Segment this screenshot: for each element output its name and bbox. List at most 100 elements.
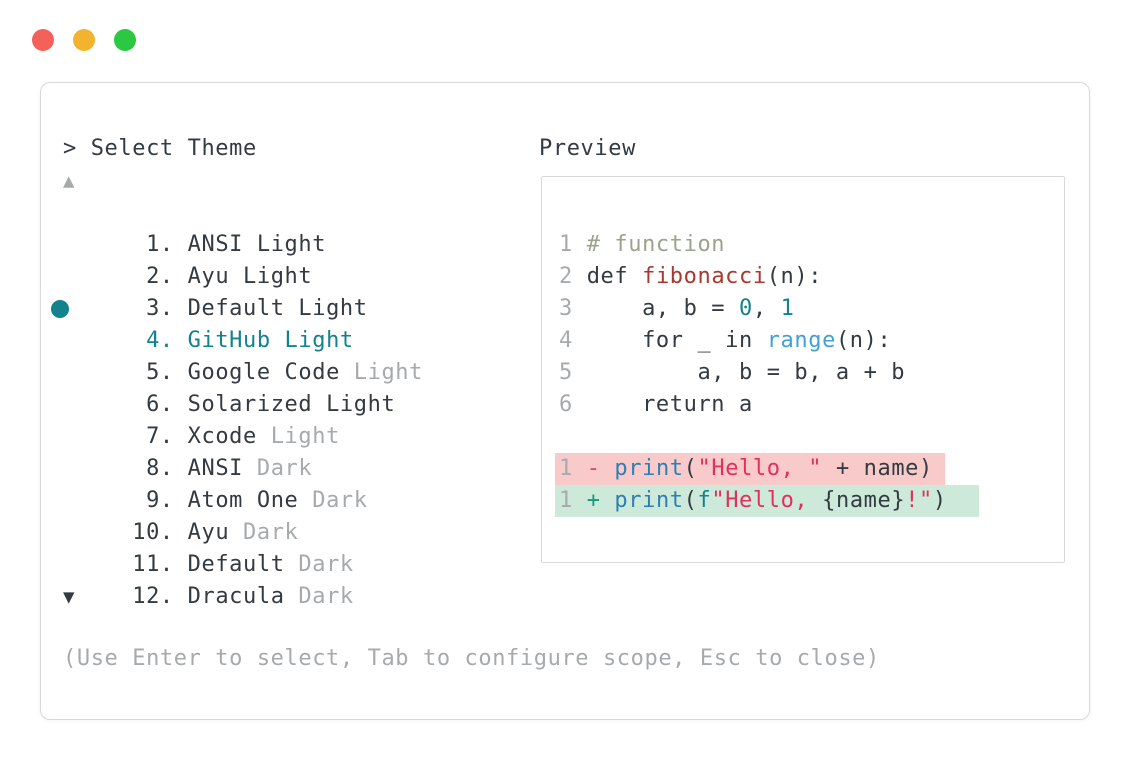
code-line: 6 return a (542, 389, 1064, 421)
theme-item-number: 1. (118, 232, 188, 257)
code-line: 5 a, b = b, a + b (542, 357, 1064, 389)
line-number: 6 (559, 392, 587, 417)
scroll-up-icon[interactable]: ▲ (63, 170, 76, 192)
theme-item-name: ANSI (187, 456, 244, 481)
theme-item-variant: Light (256, 424, 340, 449)
line-number: 4 (559, 328, 587, 353)
code-token: , (752, 296, 781, 321)
theme-list-item[interactable]: 8. ANSI Dark (63, 421, 423, 481)
theme-item-name: Xcode (187, 424, 257, 449)
theme-item-number: 6. (118, 392, 188, 417)
line-number: 2 (559, 264, 587, 289)
code-token: # function (586, 232, 726, 257)
theme-item-number: 7. (118, 424, 188, 449)
code-line: 1 + print(f"Hello, {name}!") (542, 485, 1064, 517)
code-line: 3 a, b = 0, 1 (542, 293, 1064, 325)
code-token: + name) (822, 456, 933, 481)
theme-item-variant: Dark (229, 520, 299, 545)
code-token: 0 (739, 296, 753, 321)
code-line: 4 for _ in range(n): (542, 325, 1064, 357)
line-number: 1 (559, 488, 587, 513)
theme-item-number: 5. (118, 360, 188, 385)
code-token: a, b = b, a + b (586, 360, 906, 385)
code-token: 1 (780, 296, 795, 321)
minimize-window-button[interactable] (73, 29, 95, 51)
theme-list-item[interactable]: 4. GitHub Light (51, 293, 423, 353)
theme-item-name: Ayu (187, 520, 230, 545)
theme-item-name: Solarized Light (187, 392, 396, 417)
theme-list-item[interactable]: 5. Google Code Light (63, 325, 423, 385)
line-number: 5 (559, 360, 587, 385)
theme-item-number: 4. (118, 328, 188, 353)
code-token: - (586, 456, 615, 481)
code-token: ( (683, 488, 698, 513)
theme-item-number: 9. (118, 488, 188, 513)
selected-bullet-icon (51, 300, 69, 318)
code-token: !" (905, 488, 933, 513)
theme-list-item[interactable]: 2. Ayu Light (63, 229, 423, 289)
code-token: "Hello, " (697, 456, 823, 481)
theme-item-number: 2. (118, 264, 188, 289)
code-token: a, b = (586, 296, 739, 321)
prompt-title: > Select Theme (63, 136, 257, 161)
theme-item-variant: Dark (243, 456, 313, 481)
theme-list-item[interactable]: 7. Xcode Light (63, 389, 423, 449)
theme-item-name: ANSI Light (187, 232, 327, 257)
line-number: 1 (559, 456, 587, 481)
theme-item-name: GitHub Light (187, 328, 354, 353)
code-line: 2 def fibonacci(n): (542, 261, 1064, 293)
window-controls (32, 29, 136, 51)
code-token: f (697, 488, 712, 513)
line-number: 3 (559, 296, 587, 321)
code-token: "Hello, (711, 488, 823, 513)
code-line (542, 421, 1064, 453)
code-token: return a (586, 392, 753, 417)
theme-item-name: Ayu Light (187, 264, 313, 289)
code-token: range (766, 328, 836, 353)
theme-item-name: Default (187, 552, 285, 577)
theme-list-item[interactable]: 3. Default Light (63, 261, 423, 321)
theme-list-item[interactable]: 11. Default Dark (63, 517, 423, 577)
theme-item-number: 3. (118, 296, 188, 321)
theme-list-item[interactable]: 10. Ayu Dark (63, 485, 423, 545)
code-line: 1 - print("Hello, " + name) (542, 453, 1064, 485)
theme-item-number: 12. (118, 584, 188, 609)
theme-item-variant: Dark (284, 584, 354, 609)
code-token: for _ in (586, 328, 767, 353)
code-token: ) (932, 488, 947, 513)
close-window-button[interactable] (32, 29, 54, 51)
theme-item-name: Google Code (187, 360, 340, 385)
theme-item-name: Atom One (187, 488, 299, 513)
theme-item-name: Default Light (187, 296, 368, 321)
theme-item-variant: Light (339, 360, 423, 385)
scroll-down-icon[interactable]: ▼ (63, 586, 76, 608)
line-number: 1 (559, 232, 587, 257)
zoom-window-button[interactable] (114, 29, 136, 51)
code-token: ( (683, 456, 698, 481)
code-token: def (586, 264, 643, 289)
theme-list-item[interactable]: 6. Solarized Light (63, 357, 423, 417)
theme-list-item[interactable]: 9. Atom One Dark (63, 453, 423, 513)
theme-picker-window: > Select Theme ▲ 1. ANSI Light 2. Ayu Li… (40, 82, 1090, 720)
code-token: (n): (835, 328, 892, 353)
code-token: (n): (766, 264, 823, 289)
theme-list-item[interactable]: 1. ANSI Light (63, 197, 423, 257)
code-token: print (614, 456, 684, 481)
theme-item-variant: Dark (298, 488, 368, 513)
theme-item-number: 10. (118, 520, 188, 545)
code-line: 1 # function (542, 229, 1064, 261)
theme-item-name: Dracula (187, 584, 285, 609)
code-token: print (614, 488, 684, 513)
code-token: + (586, 488, 615, 513)
theme-item-number: 11. (118, 552, 188, 577)
theme-list: 1. ANSI Light 2. Ayu Light 3. Default Li… (51, 197, 423, 609)
keyboard-hint: (Use Enter to select, Tab to configure s… (63, 646, 880, 671)
code-token: {name} (822, 488, 906, 513)
theme-list-item[interactable]: 12. Dracula Dark (63, 549, 423, 609)
theme-item-number: 8. (118, 456, 188, 481)
code-token: fibonacci (642, 264, 767, 289)
theme-item-variant: Dark (284, 552, 354, 577)
